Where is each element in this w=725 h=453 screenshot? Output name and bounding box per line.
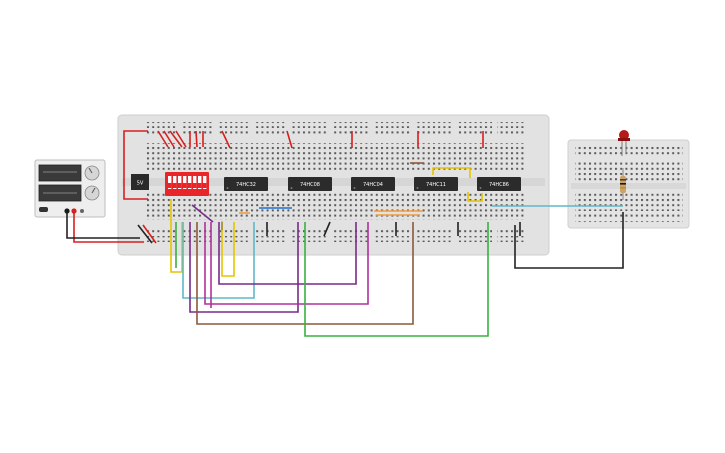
dip-switch-knob[interactable] — [183, 183, 187, 188]
chip-74hc08[interactable]: 74HC08 — [288, 177, 332, 191]
dip-switch-toggle[interactable] — [183, 176, 187, 189]
chip-label: 74HC08 — [300, 182, 320, 188]
led[interactable] — [618, 130, 630, 156]
dip-switch-toggle[interactable] — [178, 176, 182, 189]
voltage-regulator[interactable]: 5V — [131, 174, 149, 190]
chip-74hc86[interactable]: 74HC86 — [477, 177, 521, 191]
dip-switch-knob[interactable] — [193, 183, 197, 188]
wire-magenta[interactable] — [204, 222, 369, 305]
chip-label: 74HC32 — [236, 182, 256, 188]
dip-switch-toggle[interactable] — [198, 176, 202, 189]
dip-switch-knob[interactable] — [173, 183, 177, 188]
power-button[interactable] — [39, 207, 48, 212]
negative-terminal[interactable] — [64, 208, 70, 214]
wire-yellow[interactable] — [170, 199, 183, 273]
dip-switch-knob[interactable] — [178, 183, 182, 188]
routed-wires[interactable] — [170, 199, 489, 337]
dip-switch-toggle[interactable] — [173, 176, 177, 189]
dip-switch-knob[interactable] — [203, 183, 207, 188]
voltage-display — [38, 164, 82, 182]
dip-switch-toggle[interactable] — [188, 176, 192, 189]
small-breadboard[interactable] — [567, 139, 690, 229]
chip-label: 74HC86 — [489, 182, 509, 188]
dip-switch-knob[interactable] — [168, 183, 172, 188]
chip-74hc04[interactable]: 74HC04 — [351, 177, 395, 191]
wire-purple-2[interactable] — [189, 222, 299, 313]
wire-yellow-2[interactable] — [221, 221, 235, 277]
main-breadboard[interactable] — [117, 114, 550, 256]
wire-green[interactable] — [304, 222, 489, 337]
dip-switch-toggle[interactable] — [203, 176, 207, 189]
dip-switch-toggle[interactable] — [193, 176, 197, 189]
wire-purple-diag[interactable] — [191, 204, 214, 223]
power-supply[interactable] — [34, 159, 106, 218]
resistor[interactable] — [620, 168, 626, 200]
wire-purple[interactable] — [218, 222, 357, 285]
chip-label: 74HC04 — [363, 182, 383, 188]
power-wires[interactable] — [73, 130, 484, 244]
regulator-label: 5V — [137, 181, 144, 187]
dip-switch-toggle[interactable] — [168, 176, 172, 189]
dip-switch[interactable] — [165, 172, 209, 196]
dip-switch-knob[interactable] — [188, 183, 192, 188]
chip-label: 74HC11 — [426, 182, 446, 188]
wire-teal[interactable] — [182, 222, 255, 299]
chip-74hc11[interactable]: 74HC11 — [414, 177, 458, 191]
ground-terminal[interactable] — [80, 209, 84, 213]
ground-wires[interactable] — [66, 212, 624, 269]
positive-terminal[interactable] — [71, 208, 77, 214]
dip-switch-knob[interactable] — [198, 183, 202, 188]
chip-74hc32[interactable]: 74HC32 — [224, 177, 268, 191]
short-jumpers[interactable] — [239, 162, 623, 216]
